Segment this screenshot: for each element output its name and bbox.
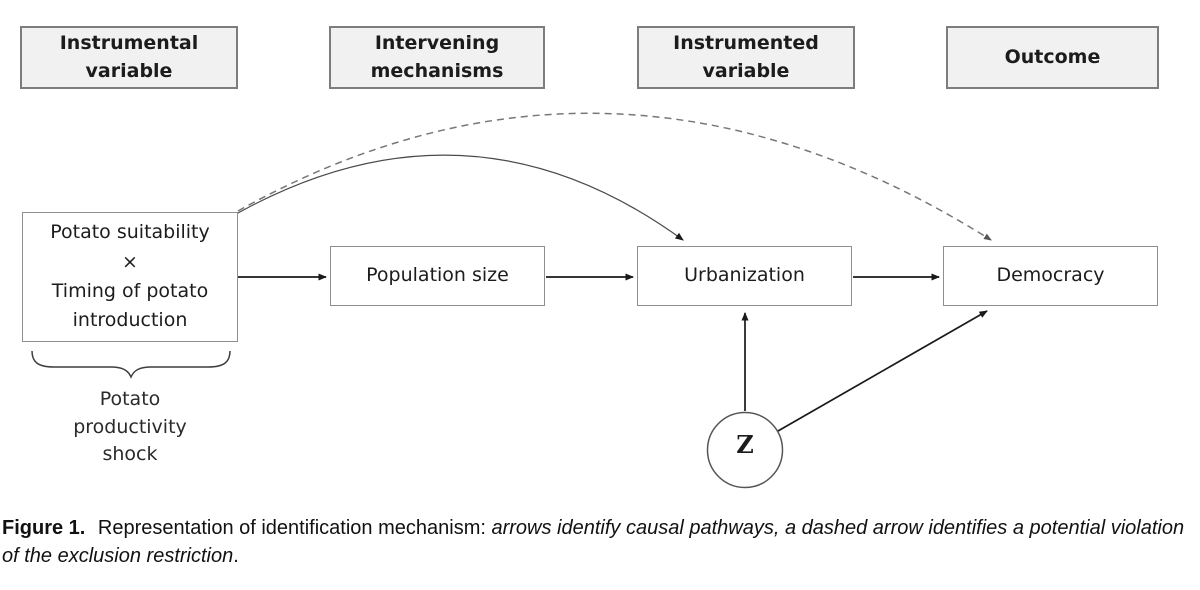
node-population-size: Population size (330, 246, 545, 306)
caption-period: . (233, 545, 239, 568)
header-intervening-mechanisms: Intervening mechanisms (329, 26, 545, 89)
underbrace (31, 350, 231, 379)
node-potato-suitability: Potato suitability × Timing of potato in… (22, 212, 238, 342)
caption-lead-text: Representation of identification mechani… (97, 517, 486, 539)
node-democracy: Democracy (943, 246, 1158, 306)
curve-instrument-to-instrumented (237, 154, 684, 241)
node-urbanization: Urbanization (637, 246, 852, 306)
caption-italic-text: arrows identify causal pathways, a dashe… (2, 517, 1185, 568)
node-z-label: Z (736, 430, 754, 459)
curve-instrument-to-outcome-dashed (237, 112, 992, 241)
z-circle (706, 411, 784, 489)
arrow-z-to-outcome (777, 310, 988, 432)
header-outcome: Outcome (946, 26, 1159, 89)
brace-label-potato-productivity-shock: Potato productivity shock (73, 388, 187, 466)
header-instrumented-variable: Instrumented variable (637, 26, 855, 89)
header-instrumental-variable: Instrumental variable (20, 26, 238, 89)
figure-caption: Figure 1. Representation of identificati… (2, 514, 1199, 571)
caption-figure-number: Figure 1. (2, 517, 86, 539)
